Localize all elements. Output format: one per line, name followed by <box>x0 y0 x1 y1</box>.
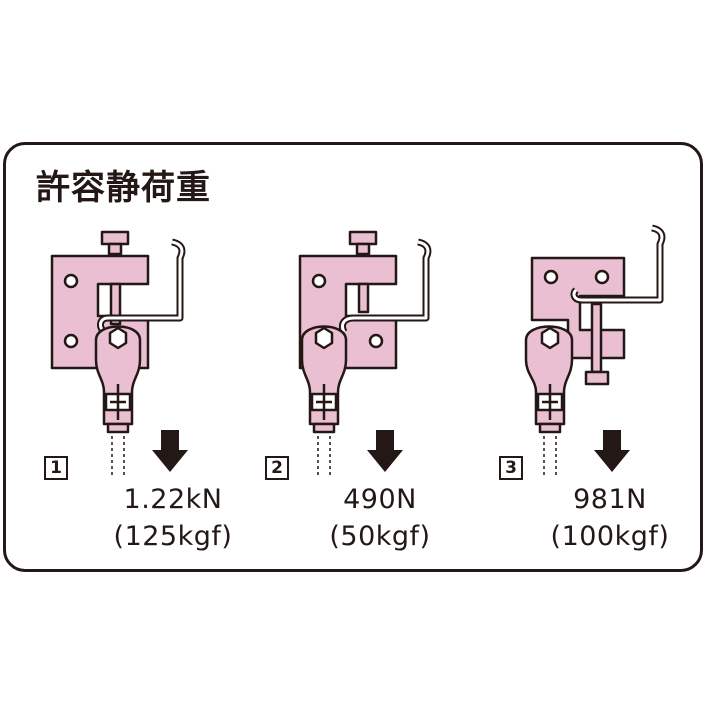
load-3-newton: 981N <box>573 484 647 515</box>
down-arrow-1-icon <box>152 430 188 472</box>
load-1-kgf: (125kgf) <box>113 521 233 552</box>
clamp-diagram-3-icon <box>524 224 666 478</box>
case-number-2: 2 <box>265 456 289 480</box>
case-number-3: 3 <box>499 456 523 480</box>
panel-title: 許容静荷重 <box>36 168 211 208</box>
load-1-newton: 1.22kN <box>123 484 223 515</box>
clamp-diagram-1-icon <box>50 230 188 478</box>
clamp-diagram-2-icon <box>298 230 432 478</box>
case-number-1: 1 <box>44 456 68 480</box>
load-2-newton: 490N <box>343 484 417 515</box>
load-2-kgf: (50kgf) <box>329 521 431 552</box>
down-arrow-3-icon <box>594 430 630 472</box>
load-3-kgf: (100kgf) <box>550 521 670 552</box>
down-arrow-2-icon <box>367 430 403 472</box>
